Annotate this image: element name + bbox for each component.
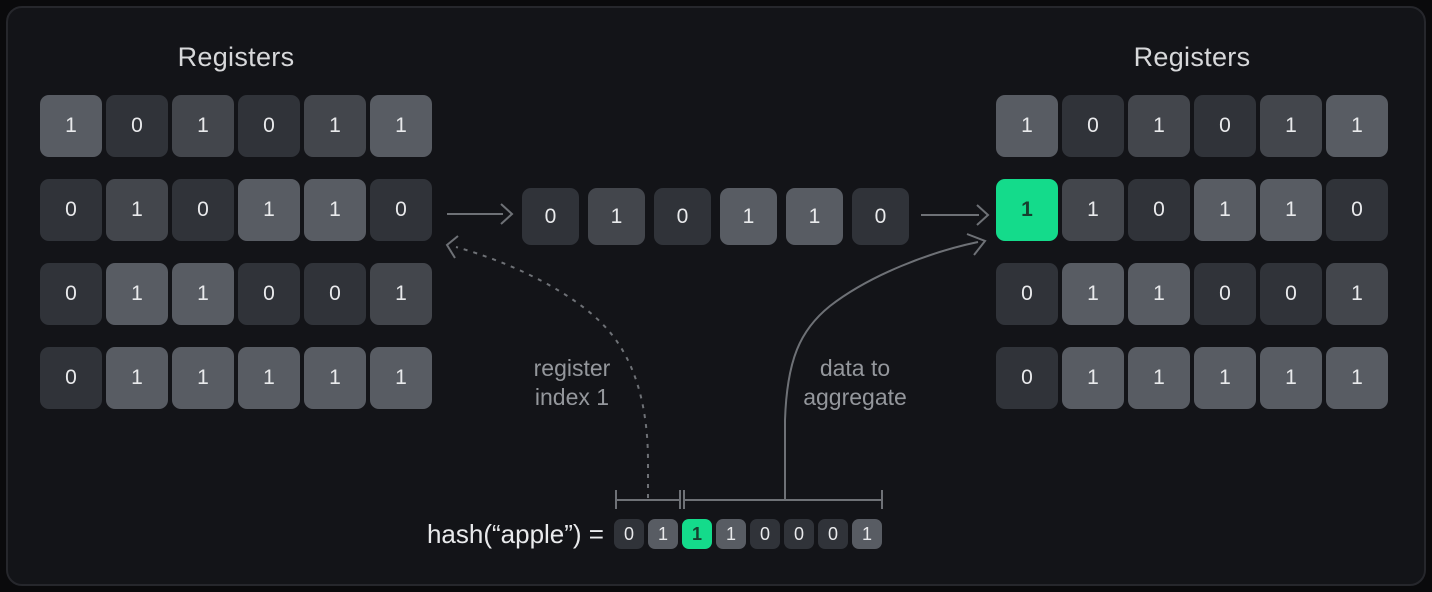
register-cell: 1 [106,263,168,325]
register-cell: 1 [172,263,234,325]
register-cell: 0 [172,179,234,241]
hash-bit: 0 [750,519,780,549]
register-cell: 0 [1128,179,1190,241]
register-cell: 0 [1194,95,1256,157]
register-cell: 1 [304,95,366,157]
register-cell: 0 [1062,95,1124,157]
register-cell: 0 [1194,263,1256,325]
extracted-cell: 1 [588,188,645,245]
hash-bit: 0 [784,519,814,549]
register-cell: 0 [40,179,102,241]
register-cell: 1 [1128,347,1190,409]
register-cell: 0 [996,347,1058,409]
register-cell: 1 [370,263,432,325]
hash-bit: 0 [818,519,848,549]
register-cell: 1 [238,347,300,409]
register-index-label-line2: index 1 [534,384,610,410]
register-cell: 1 [1260,347,1322,409]
register-cell: 1 [1260,95,1322,157]
register-cell: 1 [1326,95,1388,157]
register-cell: 1 [106,347,168,409]
hash-expression-label: hash(“apple”) = [426,519,604,549]
register-cell: 0 [1326,179,1388,241]
hash-bit: 1 [852,519,882,549]
register-cell: 1 [238,179,300,241]
register-index-label: register index 1 [499,354,645,412]
hash-bit-highlighted: 1 [682,519,712,549]
register-cell: 1 [304,347,366,409]
register-cell: 0 [40,263,102,325]
register-cell: 1 [1326,263,1388,325]
register-cell: 0 [238,95,300,157]
register-cell: 0 [304,263,366,325]
data-to-aggregate-label-line1: data to [819,355,891,381]
extracted-cell: 1 [786,188,843,245]
hash-bit: 1 [716,519,746,549]
register-cell: 1 [996,95,1058,157]
register-cell: 1 [1326,347,1388,409]
data-to-aggregate-label: data to aggregate [782,354,928,412]
register-cell: 0 [370,179,432,241]
extracted-cell: 0 [654,188,711,245]
register-cell: 1 [370,95,432,157]
register-cell: 0 [996,263,1058,325]
register-cell: 1 [1062,179,1124,241]
register-cell: 1 [172,95,234,157]
register-cell: 1 [1128,95,1190,157]
extracted-cell: 0 [852,188,909,245]
register-cell: 1 [1194,347,1256,409]
register-cell-highlighted: 1 [996,179,1058,241]
extracted-cell: 0 [522,188,579,245]
register-cell: 0 [106,95,168,157]
register-cell: 0 [1260,263,1322,325]
register-index-label-line1: register [533,355,611,381]
right-registers-title: Registers [1133,42,1251,72]
left-registers-title: Registers [177,42,295,72]
register-cell: 1 [1062,347,1124,409]
register-cell: 1 [370,347,432,409]
register-cell: 1 [172,347,234,409]
register-cell: 1 [40,95,102,157]
register-cell: 1 [1128,263,1190,325]
register-cell: 1 [304,179,366,241]
register-cell: 1 [1194,179,1256,241]
data-to-aggregate-label-line2: aggregate [803,384,907,410]
register-cell: 0 [238,263,300,325]
register-cell: 1 [1062,263,1124,325]
register-cell: 1 [1260,179,1322,241]
hash-bit: 0 [614,519,644,549]
register-cell: 0 [40,347,102,409]
register-cell: 1 [106,179,168,241]
hash-bit: 1 [648,519,678,549]
extracted-cell: 1 [720,188,777,245]
